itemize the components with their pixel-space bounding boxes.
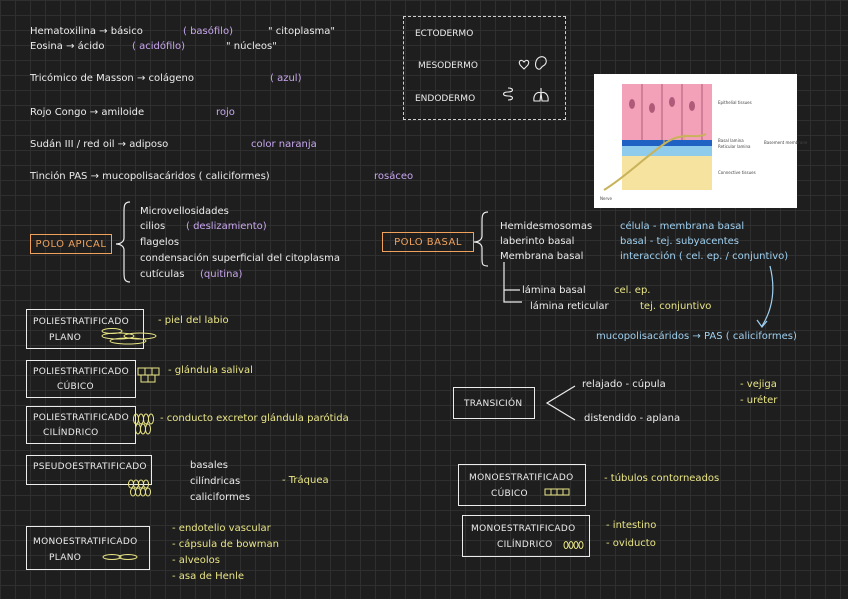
basal-lamina-reticular-note: tej. conjuntivo — [640, 301, 712, 312]
germ-endodermo: ENDODERMO — [415, 94, 476, 104]
germ-layers-box — [403, 16, 566, 120]
membrana-basal-tree — [503, 262, 522, 303]
type-poli-plano-line2: PLANO — [49, 333, 82, 343]
type-pseudo-line1: PSEUDOESTRATIFICADO — [33, 462, 147, 472]
mono-plano-item-2: - cápsula de bowman — [172, 539, 279, 550]
stain-hematoxilina-tag: ( basófilo) — [183, 26, 233, 37]
mono-cubico-box: MONOESTRATIFICADO CÚBICO — [458, 464, 586, 506]
apical-item-cilios: cilios — [140, 221, 166, 232]
type-mono-plano-line1: MONOESTRATIFICADO — [33, 537, 138, 547]
mono-cilindrico-line1: MONOESTRATIFICADO — [471, 524, 576, 534]
apical-cilios-note: ( deslizamiento) — [186, 221, 267, 232]
stain-eosina-tag: ( acidófilo) — [132, 41, 186, 52]
mono-cilindrico-note-1: - intestino — [606, 520, 657, 531]
basal-hemidesmosomas-desc: célula - membrana basal — [620, 221, 745, 232]
type-poli-plano-line1: POLIESTRATIFICADO — [33, 317, 129, 327]
basal-membrana-desc: interacción ( cel. ep. / conjuntivo) — [620, 251, 789, 262]
polo-apical-box: POLO APICAL — [30, 234, 112, 254]
type-mono-plano-line2: PLANO — [49, 553, 82, 563]
type-poli-cilindrico-line1: POLIESTRATIFICADO — [33, 413, 129, 423]
basal-laberinto-desc: basal - tej. subyacentes — [620, 236, 739, 247]
fig-basement-label: Basement membrane — [764, 140, 808, 145]
stain-eosina-target: " núcleos" — [226, 41, 277, 52]
basal-lamina-reticular: lámina reticular — [530, 301, 609, 312]
transicion-ureter: - uréter — [740, 395, 778, 406]
type-poli-cilindrico-note: - conducto excretor glándula parótida — [160, 413, 349, 424]
type-poli-cubico-line1: POLIESTRATIFICADO — [33, 367, 129, 377]
cubic-cells-icon — [137, 367, 160, 383]
type-poli-cilindrico-line2: CILÍNDRICO — [43, 428, 99, 438]
fig-connective-label: Connective tissues — [718, 170, 756, 175]
apical-item-microvellosidades: Microvellosidades — [140, 206, 229, 217]
mono-plano-item-3: - alveolos — [172, 555, 220, 566]
type-poli-plano-box: POLIESTRATIFICADO PLANO — [26, 309, 144, 349]
type-poli-cubico-box: POLIESTRATIFICADO CÚBICO — [26, 360, 136, 398]
pas-arrowhead-icon — [756, 319, 768, 328]
pas-arrow — [761, 265, 774, 327]
fig-nerve-label: Nerve — [600, 196, 612, 201]
epithelium-diagram — [603, 84, 712, 191]
type-poli-cubico-note: - glándula salival — [168, 365, 253, 376]
type-poli-cubico-line2: CÚBICO — [57, 382, 94, 392]
pseudo-list-caliciformes: caliciformes — [190, 492, 251, 503]
fig-basal-label: Basal lamina — [718, 138, 744, 143]
mono-cilindrico-line2: CILÍNDRICO — [497, 540, 553, 550]
fig-reticular-label: Reticular lamina — [718, 144, 751, 149]
type-pseudo-note: - Tráquea — [282, 475, 329, 486]
basal-brace — [473, 211, 489, 267]
stain-hematoxilina-target: " citoplasma" — [268, 26, 336, 37]
transicion-relajado: relajado - cúpula — [582, 379, 666, 390]
transicion-title: TRANSICIÓN — [464, 399, 523, 409]
mono-cubico-line2: CÚBICO — [491, 489, 528, 499]
basal-lamina-basal-note: cel. ep. — [614, 285, 651, 296]
apical-item-condensacion: condensación superficial del citoplasma — [140, 253, 340, 264]
basal-pas: mucopolisacáridos → PAS ( caliciformes) — [596, 331, 797, 342]
apical-item-flagelos: flagelos — [140, 237, 180, 248]
transicion-box: TRANSICIÓN — [453, 387, 535, 419]
basal-lamina-basal: lámina basal — [522, 285, 586, 296]
mono-cilindrico-note-2: - oviducto — [606, 538, 656, 549]
stain-rojo-congo-tag: rojo — [216, 107, 235, 118]
stain-sudan-tag: color naranja — [251, 139, 317, 150]
basal-laberinto: laberinto basal — [500, 236, 575, 247]
basal-membrana: Membrana basal — [500, 251, 584, 262]
type-pseudo-box: PSEUDOESTRATIFICADO — [26, 455, 152, 485]
pseudo-list-basales: basales — [190, 460, 228, 471]
fig-epithelial-label: Epithelial tissues — [718, 100, 752, 105]
basal-hemidesmosomas: Hemidesmosomas — [500, 221, 593, 232]
polo-basal-box: POLO BASAL — [382, 232, 474, 252]
germ-ectodermo: ECTODERMO — [415, 29, 474, 39]
transicion-chevron — [545, 385, 576, 421]
stain-eosina: Eosina → ácido — [30, 41, 105, 52]
apical-item-cuticulas: cutículas — [140, 269, 185, 280]
stain-pas-tag: rosáceo — [374, 171, 414, 182]
type-mono-plano-box: MONOESTRATIFICADO PLANO — [26, 526, 150, 570]
stain-masson: Tricómico de Masson → colágeno — [30, 73, 194, 84]
mono-plano-item-4: - asa de Henle — [172, 571, 245, 582]
apical-cuticulas-note: (quitina) — [200, 269, 243, 280]
germ-mesodermo: MESODERMO — [418, 61, 478, 71]
basement-membrane-figure: Epithelial tissues Basal lamina Reticula… — [594, 74, 807, 208]
mono-cilindrico-box: MONOESTRATIFICADO CILÍNDRICO — [462, 515, 590, 557]
stain-sudan: Sudán III / red oil → adiposo — [30, 139, 169, 150]
transicion-vejiga: - vejiga — [740, 379, 777, 390]
type-poli-cilindrico-box: POLIESTRATIFICADO CILÍNDRICO — [26, 406, 136, 444]
columnar-cells-icon — [133, 413, 154, 435]
stain-rojo-congo: Rojo Congo → amiloide — [30, 107, 145, 118]
type-poli-plano-note: - piel del labio — [158, 315, 229, 326]
transicion-distendido: distendido - aplana — [584, 413, 681, 424]
pseudo-list-cilindricas: cilíndricas — [190, 476, 241, 487]
apical-brace — [115, 201, 131, 283]
mono-cubico-line1: MONOESTRATIFICADO — [469, 473, 574, 483]
mono-plano-item-1: - endotelio vascular — [172, 523, 271, 534]
mono-cubico-note: - túbulos contorneados — [604, 473, 720, 484]
stain-masson-tag: ( azul) — [270, 73, 302, 84]
stain-pas: Tinción PAS → mucopolisacáridos ( calici… — [30, 171, 270, 182]
stain-hematoxilina: Hematoxilina → básico — [30, 26, 143, 37]
